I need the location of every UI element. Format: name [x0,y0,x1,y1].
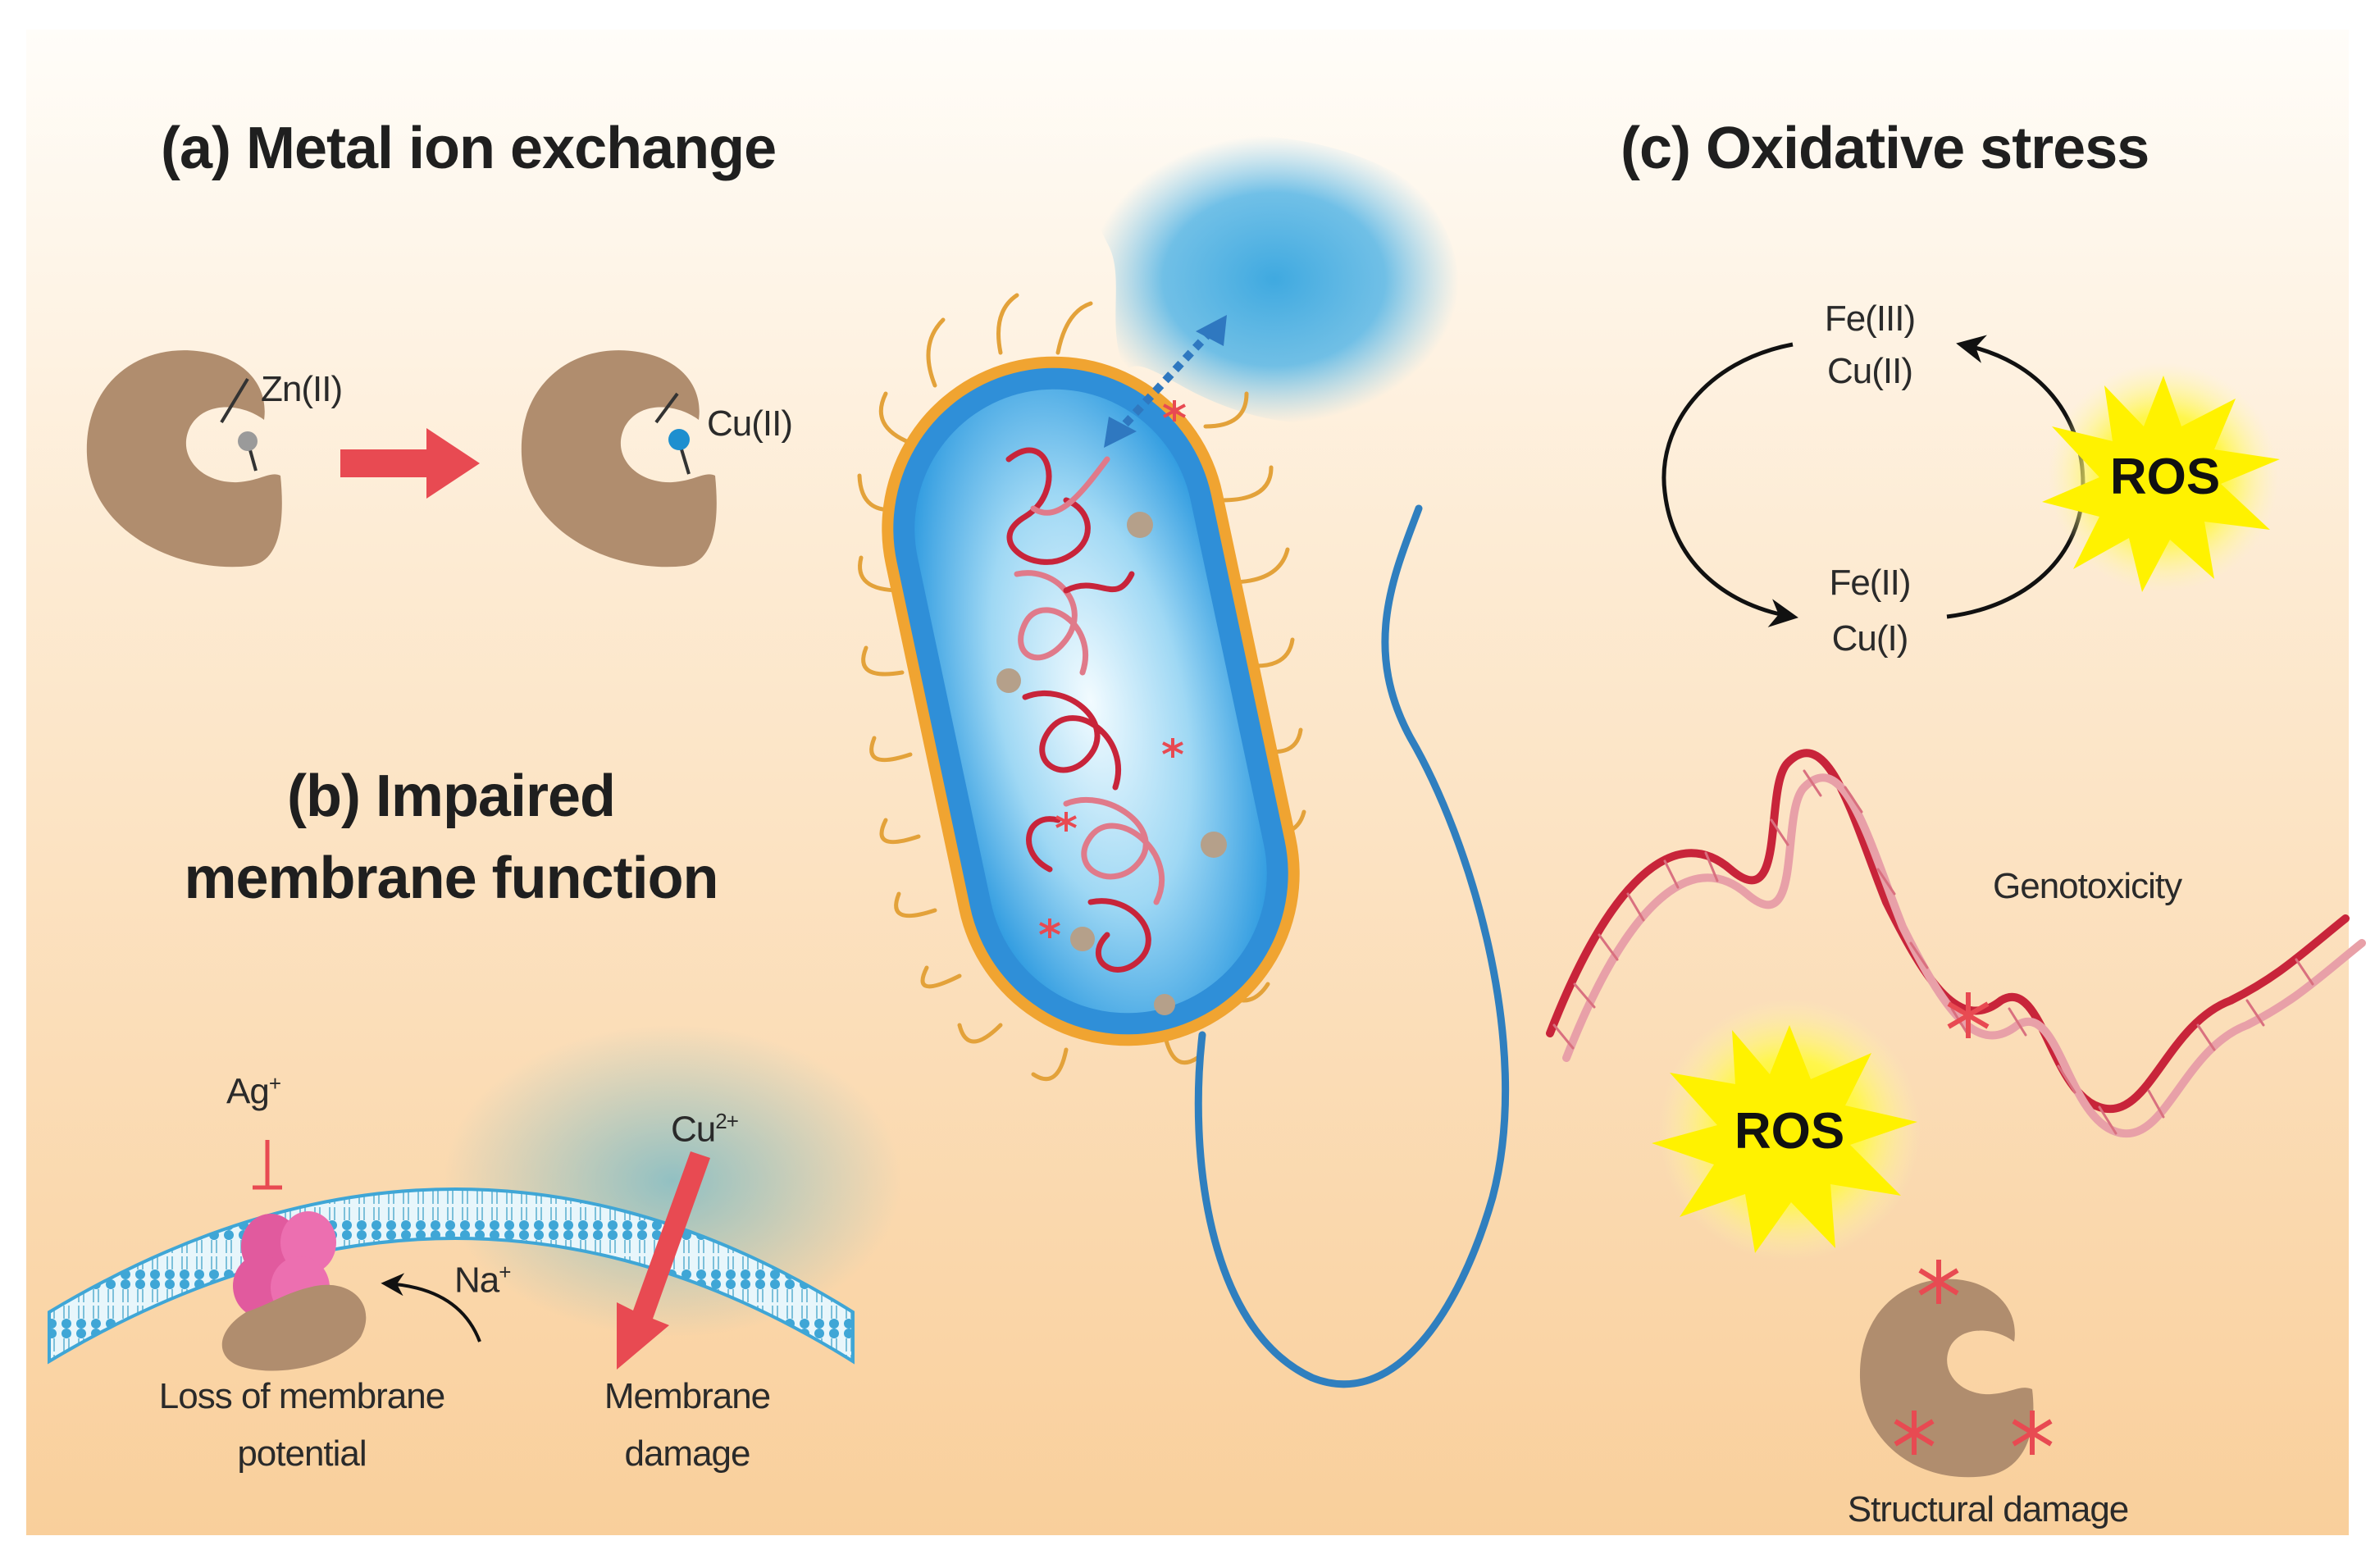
sodium-ion-charge: + [499,1260,511,1284]
protein-zinc-icon [86,350,282,567]
ros-label-top: ROS [2109,449,2221,505]
damage-star-icons [1039,400,1186,938]
panel-b-membrane [48,1025,902,1371]
copper-ion-dot [668,429,690,450]
loss-of-potential-line1: Loss of membrane [158,1376,445,1416]
zinc-label: Zn(II) [261,369,343,409]
dna-damage-star-icon [1947,992,1990,1038]
bacterium [857,135,1510,1388]
granules [996,512,1227,1015]
extracellular-cloud [1088,135,1460,424]
damaged-protein-icon [1859,1260,2053,1478]
dna-helix-icon [1546,749,2366,1138]
genotoxicity-label: Genotoxicity [1993,866,2182,906]
reduction-arrow-icon [1662,342,1798,627]
section-b-title-line1: (b) Impaired [286,763,616,829]
oxidized-state-line2: Cu(II) [1827,351,1913,391]
copper-ion-label: Cu2+ [671,1109,739,1151]
membrane-protein-icon [221,1284,367,1371]
membrane-damage-line1: Membrane [604,1376,771,1416]
copper-damage-arrow-icon [617,1151,710,1370]
protein-copper-icon [521,350,717,567]
sodium-ion-label: Na+ [454,1260,511,1301]
panel-a-metal-ion-exchange [86,350,717,567]
exchange-arrow-icon [340,428,480,499]
copper-ion-charge: 2+ [715,1109,739,1133]
reduced-state-line2: Cu(I) [1831,618,1909,659]
efflux-arrow-icon [1104,315,1227,448]
sodium-arrow-icon [381,1273,481,1342]
flagellum [1194,504,1510,1388]
silver-ion-base: Ag [226,1071,270,1112]
reduced-state-line1: Fe(II) [1829,563,1911,603]
section-a-title: (a) Metal ion exchange [161,116,777,181]
zinc-ion-dot [238,431,258,451]
cytoplasm [914,389,1267,1014]
oxidized-state-line1: Fe(III) [1824,299,1916,339]
panel-c-oxidative-stress [1546,335,2366,1478]
structural-damage-label: Structural damage [1847,1489,2130,1529]
membrane-damage-line2: damage [624,1434,750,1474]
ros-burst-top-icon [2042,362,2280,592]
section-c-title: (c) Oxidative stress [1621,116,2149,181]
section-b-title-line2: membrane function [184,846,718,911]
silver-ion-charge: + [268,1071,281,1096]
sodium-ion-base: Na [454,1260,499,1301]
copper-label: Cu(II) [707,403,793,444]
loss-of-potential-line2: potential [237,1434,367,1474]
intracellular-dna [1005,447,1165,973]
ros-label-bottom: ROS [1734,1103,1845,1160]
ros-burst-bottom-icon [1652,999,1921,1261]
silver-ion-label: Ag+ [226,1071,281,1113]
copper-ion-base: Cu [671,1109,716,1150]
